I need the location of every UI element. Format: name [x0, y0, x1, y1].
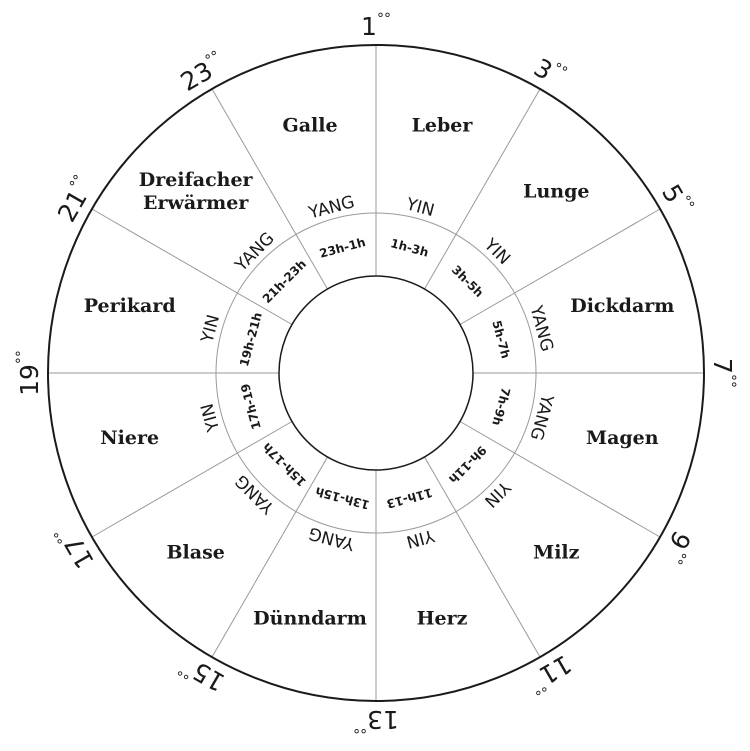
organ-label: Dreifacher — [139, 169, 254, 191]
segment-divider — [211, 456, 328, 658]
hour-range-label: 19h-21h — [237, 311, 265, 368]
outer-ring — [47, 44, 705, 702]
clock-suffix: °° — [51, 526, 72, 546]
clock-number-value: 15 — [188, 656, 230, 697]
organ-label: Erwärmer — [143, 192, 249, 214]
hour-range-label: 1h-3h — [389, 236, 430, 260]
clock-number: 21°° — [51, 172, 100, 227]
organ-label: Leber — [412, 115, 474, 137]
polarity-label: YIN — [403, 194, 436, 221]
segment-divider — [91, 421, 293, 538]
clock-number-value: 13 — [367, 705, 399, 734]
organ-label: Blase — [167, 541, 225, 563]
clock-suffix: °° — [67, 172, 88, 192]
middle-ring — [215, 212, 537, 534]
clock-suffix: °° — [14, 350, 30, 364]
clock-number: 15°° — [175, 649, 230, 698]
clock-suffix: °° — [353, 719, 367, 735]
segment-divider — [424, 88, 541, 290]
hour-range-label: 7h-9h — [489, 386, 513, 427]
clock-suffix: °° — [377, 11, 391, 27]
hour-range-label: 21h-23h — [260, 257, 309, 306]
hour-range-label: 15h-17h — [260, 440, 309, 489]
organ-label: Lunge — [523, 181, 589, 203]
organ-label: Milz — [533, 541, 579, 563]
hour-range-label: 9h-11h — [446, 443, 489, 486]
clock-suffix: °° — [722, 374, 738, 388]
clock-suffix: °° — [668, 547, 689, 567]
polarity-label: YIN — [480, 476, 515, 511]
segment-dividers — [48, 45, 704, 701]
polarity-label: YIN — [198, 401, 225, 434]
segment-divider — [424, 456, 541, 658]
clock-number: 23°° — [175, 48, 230, 97]
organ-label: Dickdarm — [570, 295, 674, 317]
clock-number-value: 21 — [52, 185, 93, 227]
segment-divider — [211, 88, 328, 290]
hour-range-label: 17h-19 — [238, 382, 264, 431]
inner-hub — [278, 275, 474, 471]
clock-number: 3°° — [529, 52, 570, 93]
clock-suffix: °° — [203, 48, 223, 69]
polarity-label: YIN — [197, 313, 224, 346]
clock-number: 11°° — [522, 649, 577, 698]
clock-number: 1°° — [361, 11, 391, 41]
organ-label: Perikard — [84, 295, 176, 317]
clock-suffix: °° — [175, 661, 195, 682]
organ-label: Magen — [586, 427, 659, 449]
polarity-label: YIN — [479, 234, 514, 269]
clock-number-value: 19 — [15, 364, 44, 396]
clock-number-value: 1 — [361, 12, 377, 41]
clock-suffix: °° — [529, 677, 549, 698]
clock-number: 19°° — [14, 350, 44, 396]
hour-range-label: 3h-5h — [449, 263, 486, 300]
clock-number: 17°° — [51, 519, 100, 574]
hour-range-label: 13h-15h — [314, 484, 371, 512]
polarity-label: YIN — [404, 525, 437, 552]
clock-number: 13°° — [353, 705, 399, 735]
hour-range-label: 5h-7h — [489, 319, 513, 360]
organ-label: Galle — [282, 115, 337, 137]
hour-range-label: 23h-1h — [318, 235, 367, 261]
organ-label: Herz — [417, 607, 468, 629]
clock-suffix: °° — [550, 60, 570, 81]
segment-divider — [91, 208, 293, 325]
clock-number: 7°° — [708, 358, 738, 388]
clock-number-value: 7 — [708, 358, 737, 374]
segment-divider — [459, 421, 661, 538]
clock-suffix: °° — [676, 193, 697, 213]
organ-label: Niere — [100, 427, 159, 449]
organ-label: Dünndarm — [253, 607, 367, 629]
segment-divider — [459, 208, 661, 325]
hour-range-label: 11h-13 — [385, 485, 434, 511]
